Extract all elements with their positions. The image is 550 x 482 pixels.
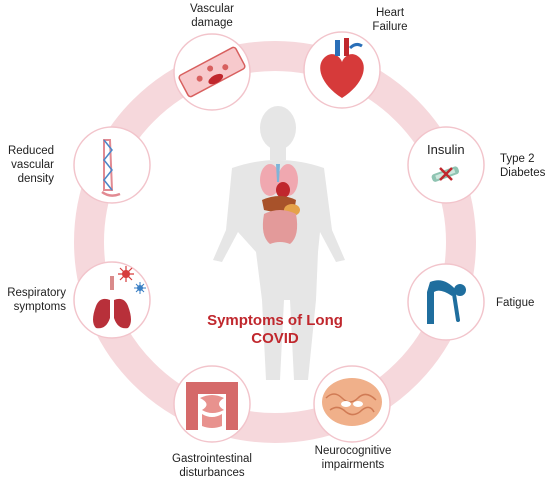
virus-icon	[134, 282, 146, 294]
label-vascular-density: Reduced vascular density	[7, 145, 54, 185]
vascular-density-circle	[73, 126, 151, 204]
label-respiratory: Respiratory symptoms	[7, 287, 66, 313]
lungs-icon	[93, 276, 131, 329]
label-fatigue: Fatigue	[496, 297, 535, 309]
title-line-2: COVID	[251, 330, 299, 347]
label-heart-failure: Heart Failure	[372, 7, 408, 33]
lungs-circle	[73, 261, 151, 339]
brain-circle	[313, 365, 391, 443]
heart-icon	[320, 54, 364, 98]
heart-circle	[303, 31, 381, 109]
diagram-title: Symptoms of Long COVID	[175, 312, 375, 348]
pink-ring	[74, 41, 476, 443]
title-line-1: Symptoms of Long	[207, 312, 343, 329]
fatigue-figure-icon	[427, 280, 466, 324]
fatigue-circle	[407, 263, 485, 341]
label-type2-diabetes: Type 2 Diabetes	[500, 153, 546, 179]
intestine-circle	[173, 365, 251, 443]
diabetes-circle	[407, 126, 485, 204]
intestine-icon	[186, 382, 238, 430]
virus-icon	[118, 266, 134, 282]
label-vascular-damage: Vascular damage	[190, 3, 234, 29]
vessel-icon	[101, 139, 121, 197]
vascular-damage-circle	[173, 33, 251, 111]
label-neurocognitive: Neurocognitive impairments	[314, 445, 392, 471]
human-body-icon	[213, 106, 345, 380]
insulin-label: Insulin	[427, 142, 465, 157]
label-gastrointestinal: Gastrointestinal disturbances	[172, 453, 252, 479]
